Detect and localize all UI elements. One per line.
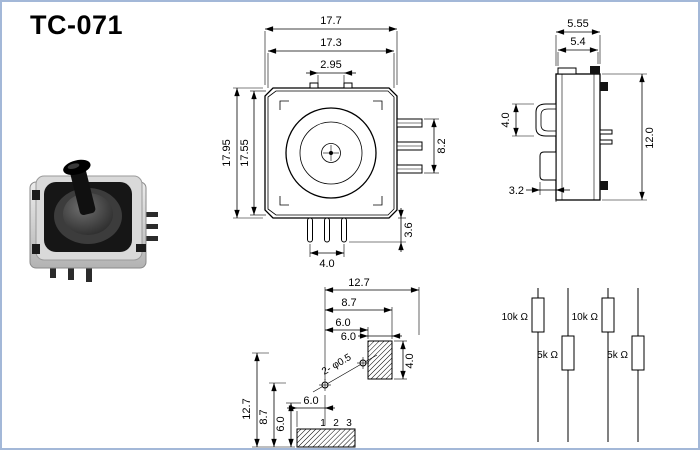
resistor-2b-label: 5k Ω [607,350,628,361]
pad-right [367,340,393,380]
dim-label-pad-height: 4.0 [404,353,416,368]
dim-label-v-span-mid: 8.7 [258,409,270,424]
resistor-2a-label: 10k Ω [572,312,599,323]
side-body [535,66,613,201]
dim-v-span-mid: 8.7 [258,382,286,447]
dim-height-inner: 17.55 [239,90,266,216]
dim-label-width-inner: 17.3 [320,37,341,49]
dim-label-span-inner: 6.0 [335,317,350,329]
dim-label-pin-length: 3.6 [403,222,415,237]
dim-pad-height: 4.0 [394,340,416,380]
circuit-2: 10k Ω 5k Ω [572,288,645,442]
resistor-1a [531,297,545,333]
dim-depth-inner: 5.4 [557,36,599,66]
resistor-1a-label: 10k Ω [502,312,529,323]
dim-label-depth-inner: 5.4 [570,36,585,48]
front-side-pins [396,118,423,174]
dim-label-v-span-inner: 6.0 [275,416,287,431]
circuit-1: 10k Ω 5k Ω [502,288,575,442]
dim-label-notch: 2.95 [320,59,341,71]
dim-side-pins-span: 8.2 [424,118,448,174]
dim-label-side-pins-span: 8.2 [436,138,448,153]
dim-label-width-outer: 17.7 [320,15,341,27]
pin-2-label: 2 [333,418,339,429]
dim-label-actuator-height: 4.0 [500,112,512,127]
dim-label-v-span-full: 12.7 [241,398,253,419]
dim-notch: 2.95 [306,59,356,83]
dim-width-outer: 17.7 [264,15,398,85]
resistor-1b [561,335,575,371]
circuit-diagram: 10k Ω 5k Ω 10k Ω 5k Ω [502,288,645,442]
dim-label-height-outer: 17.95 [221,139,233,167]
photo-body [29,175,147,269]
product-title: TC-071 [30,10,124,40]
dim-label-height-inner: 17.55 [239,139,251,167]
layout-features: 2- φ0.5 [296,340,393,448]
dim-label-pin-spacing: 4.0 [319,258,334,270]
dim-pin-length: 3.6 [349,208,415,252]
dim-pin-spacing: 4.0 [309,244,345,270]
dim-label-v-span-small: 6.0 [303,395,318,407]
dim-actuator-height: 4.0 [500,103,534,137]
front-view-drawing: 17.7 17.3 2.95 17.95 17.55 8.2 [221,15,448,270]
dim-pad-width: 6.0 [341,331,402,343]
dim-v-span-full: 12.7 [241,352,295,448]
layout-pin-numbers: 1 2 3 [320,418,352,429]
dim-height-outer: 17.95 [221,87,263,219]
resistor-2b [631,335,645,371]
front-body [264,82,398,219]
dim-label-pad-width: 6.0 [341,331,356,343]
dim-lower-width: 3.2 [509,182,570,202]
pcb-layout-drawing: 2- φ0.5 1 2 3 12.7 8.7 6.0 6.0 [241,277,420,448]
dim-span-inner: 6.0 [325,317,369,339]
dim-label-body-height: 12.0 [644,127,656,148]
product-photo [29,159,158,282]
dim-v-span-small: 6.0 [287,395,335,427]
dim-depth-outer: 5.55 [555,18,601,66]
photo-stick [63,159,96,216]
photo-pins [50,212,158,282]
dim-span-full: 12.7 [324,277,420,380]
dim-label-lower-width: 3.2 [509,185,524,197]
resistor-1b-label: 5k Ω [537,350,558,361]
dim-width-inner: 17.3 [267,37,395,88]
dim-label-span-mid: 8.7 [341,297,356,309]
dim-label-depth-outer: 5.55 [567,18,588,30]
pin-1-label: 1 [320,418,326,429]
dim-body-height: 12.0 [602,73,656,201]
side-view-drawing: 5.55 5.4 4.0 3.2 12.0 [500,18,656,202]
front-bottom-pins [307,217,347,243]
pin-3-label: 3 [346,418,352,429]
resistor-2a [601,297,615,333]
pad-bottom [296,428,356,448]
dim-label-span-full: 12.7 [348,277,369,289]
